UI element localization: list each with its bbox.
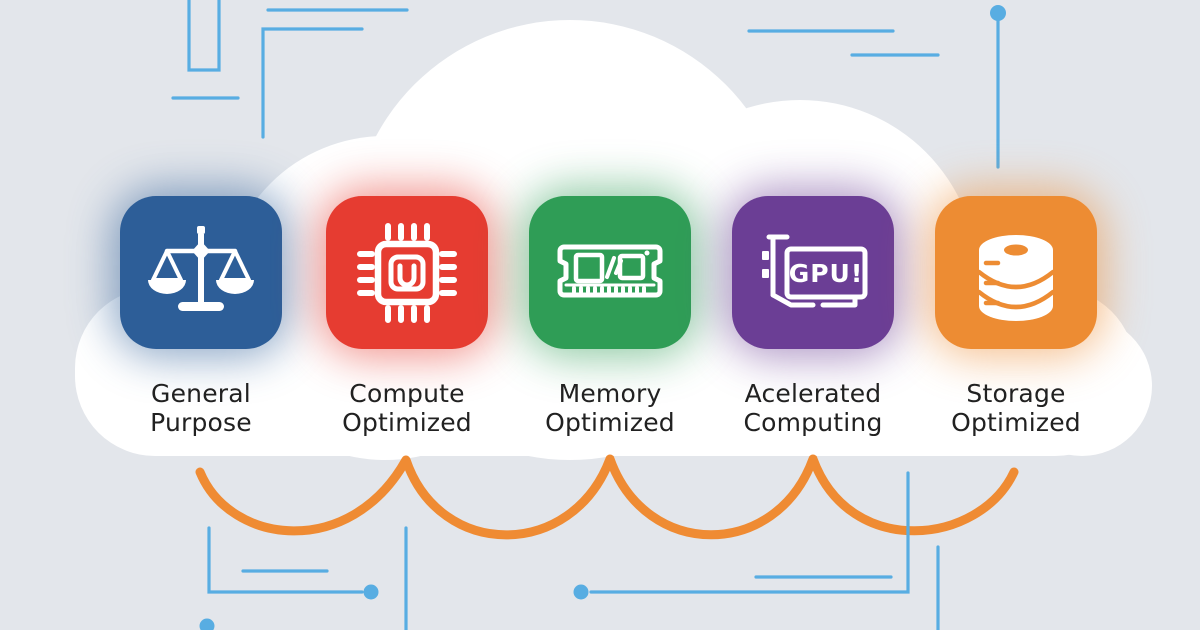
instance-type-card-compute-optimized — [318, 188, 496, 357]
scalloped-wave — [195, 454, 1019, 540]
label-line-2: Computing — [743, 408, 883, 437]
instance-type-card-memory-optimized — [521, 188, 699, 357]
category-label: Acelerated Computing — [698, 379, 928, 437]
label-line-2: Optimized — [951, 408, 1081, 437]
category-label: General Purpose — [86, 379, 316, 437]
label-line-1: Storage — [966, 379, 1066, 408]
card-tile — [935, 196, 1097, 349]
gpu-card-icon: GPU! — [762, 234, 868, 307]
label-line-1: Compute — [349, 379, 465, 408]
circuit-node-dot — [363, 584, 379, 600]
instance-type-card-general-purpose — [112, 188, 290, 357]
card-tile — [529, 196, 691, 349]
circuit-lines-bottom — [199, 471, 940, 630]
gpu-icon-text: GPU! — [789, 259, 864, 288]
instance-type-card-accelerated-computing: GPU! — [724, 188, 902, 357]
label-line-1: General — [151, 379, 251, 408]
label-line-1: Memory — [558, 379, 662, 408]
database-icon — [976, 234, 1056, 321]
label-line-2: Optimized — [545, 408, 675, 437]
category-label: Memory Optimized — [495, 379, 725, 437]
balance-scale-icon — [148, 225, 254, 311]
label-line-2: Purpose — [150, 408, 252, 437]
circuit-lines-top-right — [747, 5, 1006, 169]
card-tile — [326, 196, 488, 349]
circuit-lines-top-left — [171, 0, 409, 139]
card-tile — [120, 196, 282, 349]
cpu-chip-icon — [357, 222, 457, 323]
circuit-node-dot — [199, 618, 215, 630]
category-label: Compute Optimized — [292, 379, 522, 437]
label-line-1: Acelerated — [744, 379, 882, 408]
circuit-node-dot — [990, 5, 1006, 21]
card-tile: GPU! — [732, 196, 894, 349]
instance-type-card-storage-optimized — [927, 188, 1105, 357]
label-line-2: Optimized — [342, 408, 472, 437]
ram-memory-icon — [557, 244, 663, 297]
category-label: Storage Optimized — [901, 379, 1131, 437]
circuit-node-dot — [573, 584, 589, 600]
